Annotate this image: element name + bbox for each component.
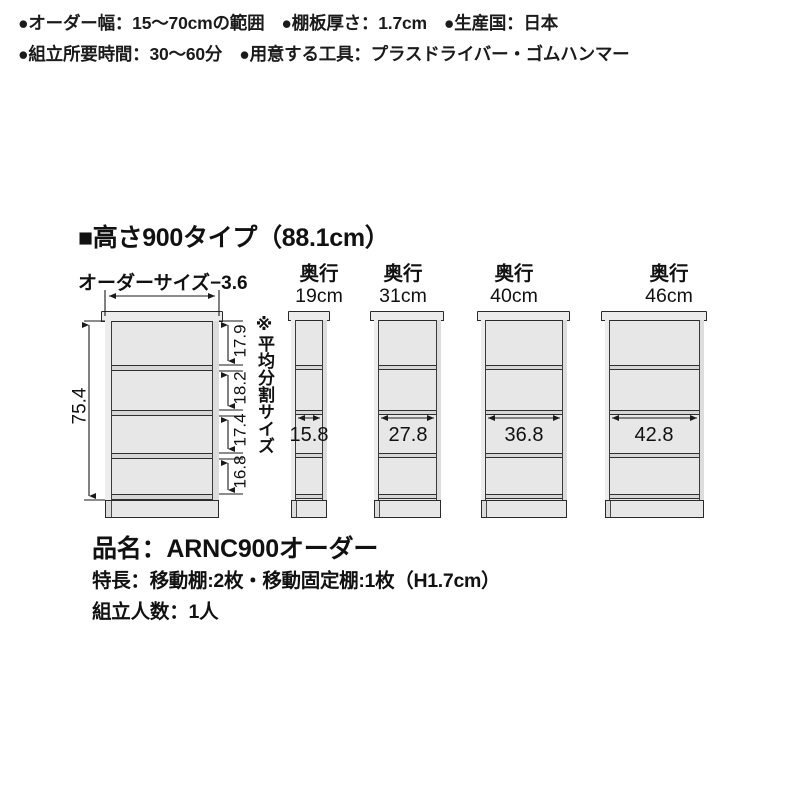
cabinet-19-right-post [322,320,327,511]
depth-header-19cm: 奥行 19cm [286,263,352,307]
cabinet-19-shelf-1 [296,365,322,370]
cabinet-shelf-4 [112,494,212,500]
cabinet-shelf-1 [112,365,212,371]
cabinet-31-shelf-1 [379,365,436,370]
cabinet-shelf-3 [112,453,212,459]
cabinet-body [105,321,219,511]
total-height-label: 75.4 [69,387,91,425]
cabinet-46-shelf-3 [610,453,699,458]
cabinet-46-shelf-2 [610,410,699,415]
cabinet-31-shelf-4 [379,494,436,499]
cabinet-40-shelf-4 [486,494,562,499]
specification-bullet-list: ●オーダー幅：15〜70cmの範囲 ●棚板厚さ：1.7cm ●生産国：日本 ●組立所… [18,8,782,70]
cabinet-plinth-inner-edge [106,501,112,517]
cabinet-46-plinth-inner-edge [606,501,611,517]
average-split-size-note: ※平均分割サイズ [255,315,274,454]
depth-header-40cm: 奥行 40cm [481,263,547,307]
inner-width-label-46cm: 42.8 [634,424,674,446]
cabinet-19-shelf-2 [296,410,322,415]
inner-width-label-19cm: 15.8 [289,424,329,446]
depth-header-19cm-line2: 19cm [295,285,343,307]
cabinet-40-plinth [481,500,567,518]
cabinet-right-post [212,321,219,511]
cabinet-40-plinth-inner-edge [482,501,487,517]
cabinet-31-right-post [436,320,441,511]
cabinet-40-shelf-1 [486,365,562,370]
cabinet-19-shelf-3 [296,453,322,458]
product-info-block: 品名：ARNC900オーダー 特長：移動棚:2枚・移動固定棚:1枚（H1.7cm… [92,532,692,628]
depth-header-19cm-line1: 奥行 [299,263,339,285]
spec-row-1: ●オーダー幅：15〜70cmの範囲 ●棚板厚さ：1.7cm ●生産国：日本 [18,8,782,39]
cabinet-40-left-post [481,320,486,511]
cabinet-plinth [105,500,219,518]
cabinet-31-plinth [374,500,441,518]
section-heading-height-900: ■高さ900タイプ（88.1cm） [78,224,390,252]
cabinet-40-right-post [562,320,567,511]
cabinet-19-plinth-inner-edge [292,501,297,517]
cabinet-31-left-post [374,320,379,511]
cabinet-31-shelf-3 [379,453,436,458]
order-size-label: オーダーサイズ−3.6 [78,273,248,294]
cabinet-46-shelf-1 [610,365,699,370]
product-assembly-persons: 組立人数：1人 [92,601,219,623]
spec-shelf-thickness: ●棚板厚さ：1.7cm [281,13,427,33]
inner-width-label-31cm: 27.8 [388,424,428,446]
cabinet-46-left-post [605,320,610,511]
depth-header-46cm: 奥行 46cm [636,263,702,307]
product-name: 品名：ARNC900オーダー [92,535,379,563]
cabinet-40-body [481,320,567,511]
spec-assembly-time: ●組立所要時間：30〜60分 [18,44,223,64]
spec-row-2: ●組立所要時間：30〜60分 ●用意する工具：プラスドライバー・ゴムハンマー [18,39,782,70]
cabinet-31-plinth-inner-edge [375,501,380,517]
cabinet-19-plinth [291,500,327,518]
cabinet-31-shelf-2 [379,410,436,415]
cabinet-31-body [374,320,441,511]
cabinet-19-shelf-4 [296,494,322,499]
cabinet-40-shelf-2 [486,410,562,415]
depth-header-31cm-line1: 奥行 [383,263,423,285]
cabinet-shelf-2 [112,410,212,416]
cabinet-40-shelf-3 [486,453,562,458]
depth-header-31cm-line2: 31cm [379,285,427,307]
cabinet-46-body [605,320,704,511]
depth-header-40cm-line1: 奥行 [494,263,534,285]
spec-required-tools: ●用意する工具：プラスドライバー・ゴムハンマー [239,44,630,64]
inner-width-label-40cm: 36.8 [504,424,544,446]
cabinet-46-right-post [699,320,704,511]
spec-order-width: ●オーダー幅：15〜70cmの範囲 [18,13,265,33]
cabinet-46-shelf-4 [610,494,699,499]
product-feature: 特長：移動棚:2枚・移動固定棚:1枚（H1.7cm） [92,570,501,592]
cabinet-19-left-post [291,320,296,511]
depth-header-46cm-line1: 奥行 [649,263,689,285]
spec-country-of-origin: ●生産国：日本 [443,13,559,33]
cabinet-left-post [105,321,112,511]
depth-header-40cm-line2: 40cm [490,285,538,307]
cabinet-46-plinth [605,500,704,518]
depth-header-31cm: 奥行 31cm [370,263,436,307]
depth-header-46cm-line2: 46cm [645,285,693,307]
